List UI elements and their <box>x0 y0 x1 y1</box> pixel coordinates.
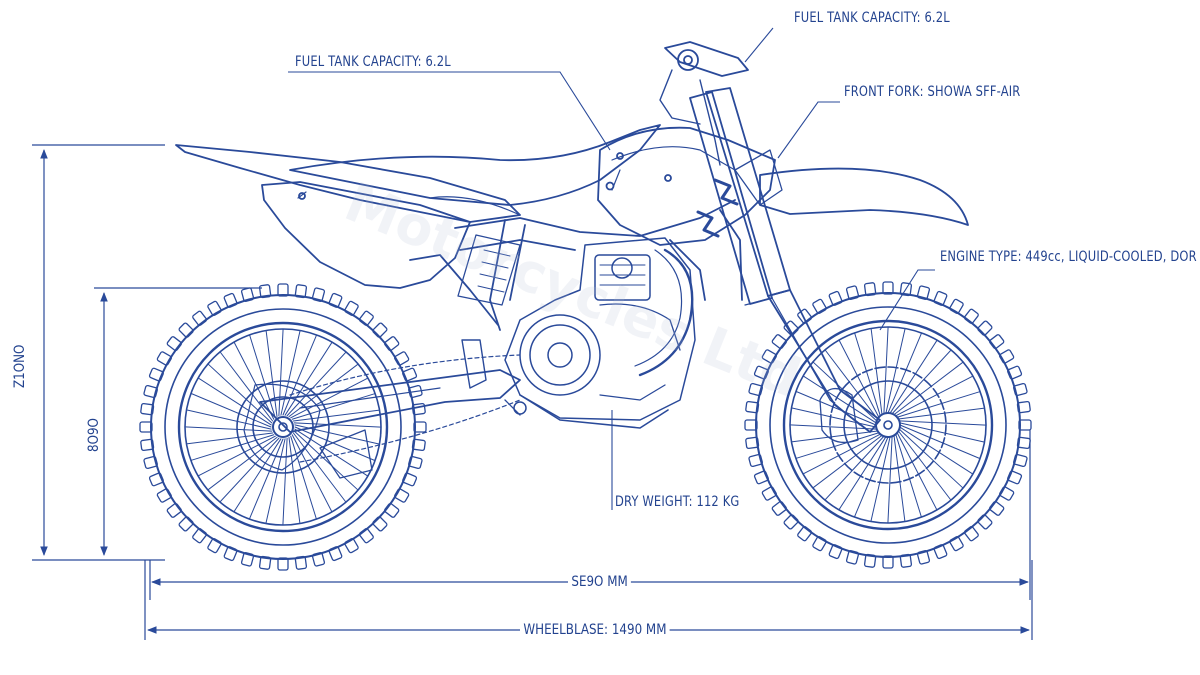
front-fork <box>659 41 969 433</box>
engine-type-label: ENGINE TYPE: 449cc, LIQUID-COOLED, DOR <box>940 249 1197 265</box>
rear-caliper <box>319 429 373 479</box>
rear-wheel <box>139 283 427 571</box>
fuel-tank-capacity-left-label: FUEL TANK CAPACITY: 6.2L <box>295 54 451 70</box>
frame <box>259 199 743 463</box>
seat <box>289 124 661 216</box>
front-fork-label: FRONT FORK: SHOWA SFF-AIR <box>844 84 1021 100</box>
dry-weight-label: DRY WEIGHT: 112 KG <box>615 494 740 510</box>
fuel-tank-capacity-top-label: FUEL TANK CAPACITY: 6.2L <box>794 10 950 26</box>
overall-length-dimension-label: SE9O MM <box>568 574 632 590</box>
dimension-lines <box>32 144 1033 640</box>
seat-height-dimension-label: 8O9O <box>86 418 102 452</box>
leader-lines <box>288 27 935 510</box>
wheelbase-dimension-label: WHEELBLASE: 1490 MM <box>520 622 670 638</box>
engine <box>504 237 696 429</box>
overall-height-dimension-label: Z1ONO <box>12 344 28 388</box>
fuel-tank-shroud <box>597 126 776 246</box>
front-wheel <box>744 281 1032 569</box>
